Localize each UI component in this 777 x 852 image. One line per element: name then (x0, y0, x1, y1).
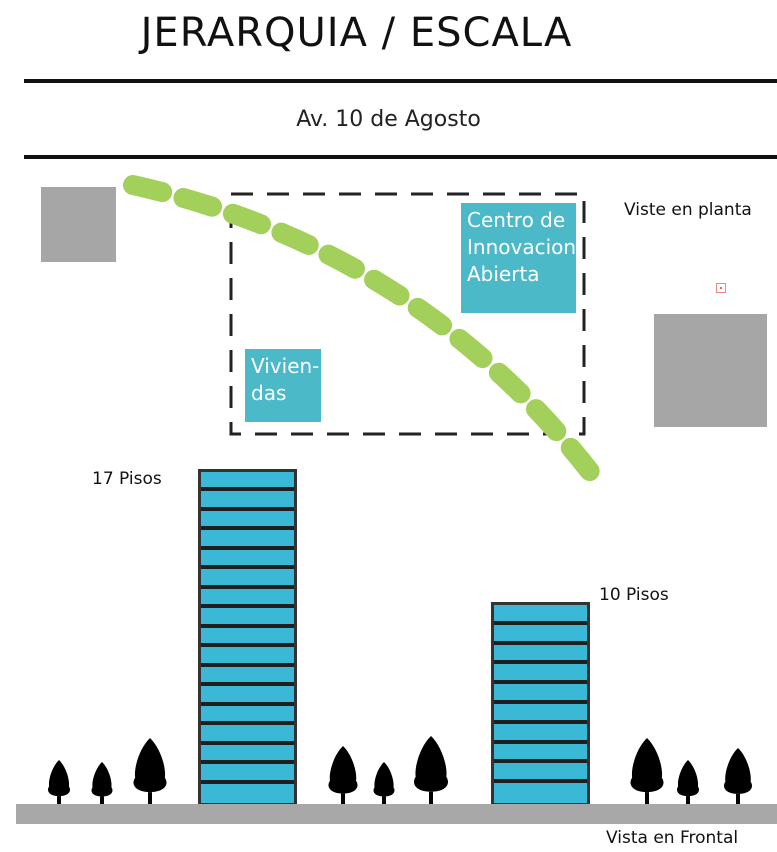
marker-icon (716, 283, 726, 293)
tower-floor (494, 624, 587, 645)
tree-icon (677, 760, 699, 804)
plan-view-label: Viste en planta (624, 200, 752, 220)
tower-floor (494, 684, 587, 704)
context-block-left (41, 187, 116, 262)
tower-floor (494, 605, 587, 625)
tower-floor (494, 703, 587, 724)
tower-floor (494, 664, 587, 685)
tower-17-floors (198, 469, 297, 806)
tower-floor (201, 744, 294, 765)
tree-icon (373, 762, 395, 804)
innovation-center-block: Centro de Innovacion Abierta (461, 203, 576, 313)
street-label: Av. 10 de Agosto (296, 107, 481, 132)
tower-floor (201, 725, 294, 745)
tower-17-label: 17 Pisos (92, 469, 162, 489)
tower-floor (201, 530, 294, 550)
tower-floor (494, 743, 587, 764)
housing-block: Vivien- das (245, 349, 321, 422)
tower-floor (494, 723, 587, 744)
tower-floor (201, 686, 294, 706)
tower-floor (201, 472, 294, 492)
tower-floor (201, 491, 294, 511)
context-block-right (654, 314, 767, 427)
tower-10-floors (491, 602, 590, 806)
ground-line (16, 804, 777, 824)
tree-icon (48, 760, 70, 804)
tower-floor (201, 783, 294, 803)
tree-icon (724, 748, 752, 804)
tree-icon (328, 746, 358, 804)
tower-floor (201, 705, 294, 726)
tower-floor (494, 783, 587, 803)
tower-floor (201, 627, 294, 648)
tree-icon (91, 762, 113, 804)
front-view-label: Vista en Frontal (606, 828, 739, 848)
green-path (123, 175, 605, 488)
site-boundary (229, 192, 586, 436)
tower-floor (201, 569, 294, 589)
tower-floor (201, 510, 294, 531)
tower-floor (201, 608, 294, 628)
tree-icon (414, 736, 448, 804)
top-divider (24, 79, 777, 83)
page-title: JERARQUIA / ESCALA (140, 10, 573, 56)
tree-icon (630, 738, 664, 804)
tower-floor (201, 549, 294, 570)
tower-floor (201, 666, 294, 687)
tower-floor (494, 644, 587, 665)
tower-floor (201, 647, 294, 667)
tower-floor (201, 764, 294, 784)
tower-10-label: 10 Pisos (599, 585, 669, 605)
tower-floor (494, 763, 587, 784)
tower-floor (201, 588, 294, 609)
tree-icon (133, 738, 167, 804)
bottom-divider (24, 155, 777, 159)
